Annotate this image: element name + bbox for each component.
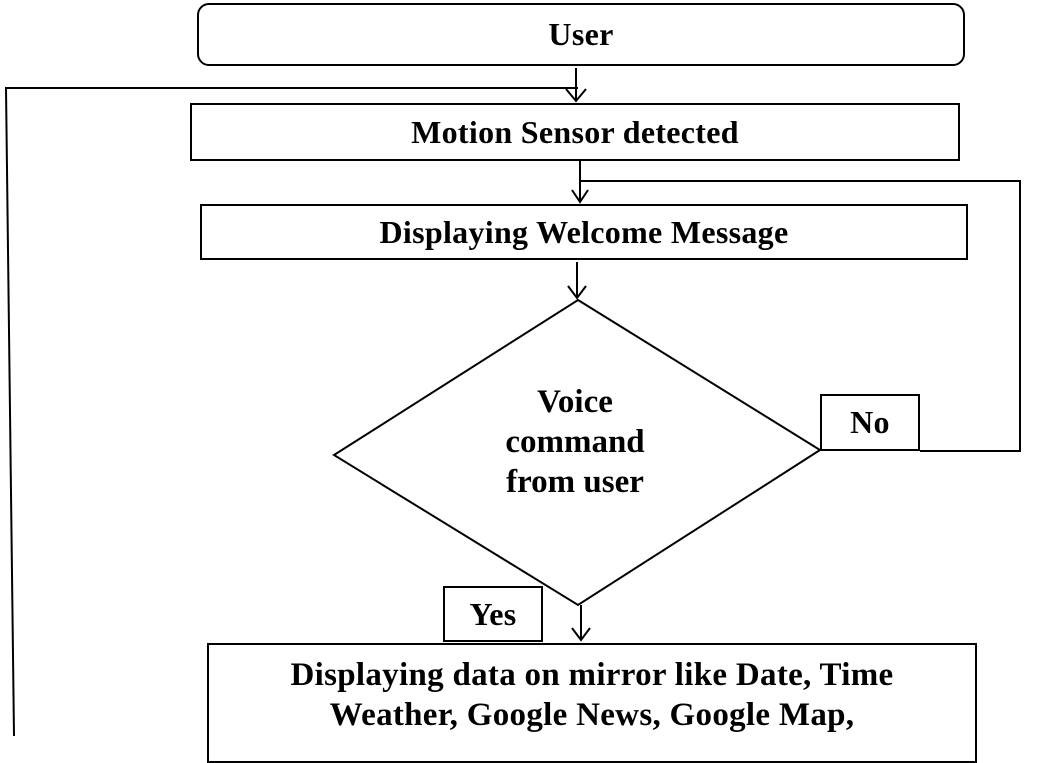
motion-sensor-node: Motion Sensor detected: [190, 103, 960, 161]
motion-sensor-node-label: Motion Sensor detected: [411, 113, 739, 150]
arrowhead-motion-to-welcome: [571, 189, 589, 204]
loop-back-line: [4, 87, 578, 736]
decision-diamond: [332, 298, 822, 607]
arrowhead-user-to-motion: [565, 88, 587, 103]
decision-node-label: Voice command from user: [505, 384, 645, 500]
yes-edge-label-text: Yes: [469, 595, 517, 632]
arrowhead-welcome-to-decision: [567, 285, 587, 300]
arrowhead-decision-to-output: [571, 627, 591, 642]
flowchart-connectors: [4, 68, 1021, 736]
no-edge-label-text: No: [850, 404, 890, 440]
user-node-label: User: [548, 16, 614, 52]
yes-edge-label: Yes: [443, 586, 543, 642]
welcome-message-node: Displaying Welcome Message: [200, 204, 968, 260]
no-edge-label: No: [820, 394, 920, 451]
display-data-node: Displaying data on mirror like Date, Tim…: [207, 643, 977, 763]
flowchart: User Motion Sensor detected Displaying W…: [4, 3, 1021, 763]
no-branch-return-line: [580, 180, 1021, 452]
user-node: User: [197, 3, 965, 66]
display-data-node-label: Displaying data on mirror like Date, Tim…: [290, 657, 894, 733]
welcome-message-node-label: Displaying Welcome Message: [379, 213, 789, 250]
